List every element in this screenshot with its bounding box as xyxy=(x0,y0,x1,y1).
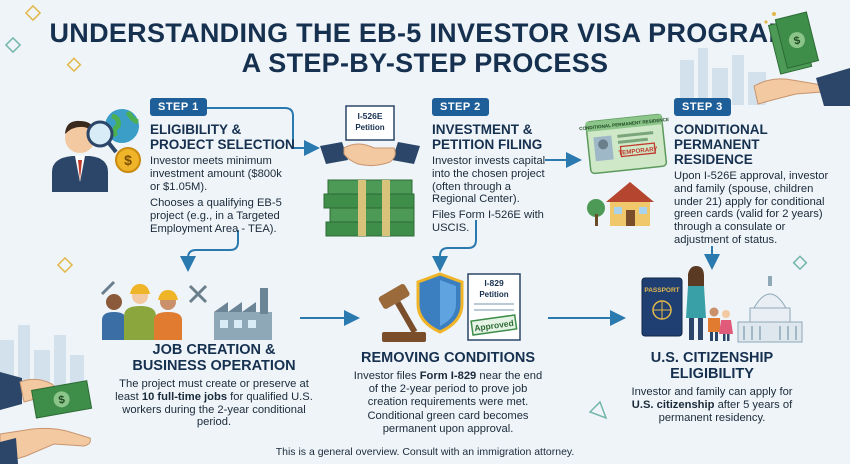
step-3-badge: STEP 3 xyxy=(674,98,731,116)
gavel-icon xyxy=(378,283,426,342)
step-1-heading-line-2: PROJECT SELECTION xyxy=(150,137,295,152)
citizenship-text-a: Investor and family can apply for xyxy=(631,386,793,398)
job-creation-text-a: The project must create or preserve at l… xyxy=(115,378,309,403)
removing-conditions-text-1: Investor files Form I-829 near the end o… xyxy=(348,370,548,408)
disclaimer-footer: This is a general overview. Consult with… xyxy=(275,446,575,458)
job-creation-text-b: 10 full-time jobs xyxy=(141,390,228,403)
step-2-text-1: Investor invests capital into the chosen… xyxy=(432,155,546,206)
citizenship-text: Investor and family can apply for U.S. c… xyxy=(622,386,802,424)
svg-text:$: $ xyxy=(58,394,66,407)
job-creation-heading: JOB CREATION & BUSINESS OPERATION xyxy=(104,342,324,374)
workers-icon xyxy=(100,280,208,340)
i829-petition-icon: I-829 Petition Approved xyxy=(467,273,521,341)
house-icon xyxy=(587,182,654,226)
passport-label: PASSPORT xyxy=(644,287,679,294)
step-3-heading-line-3: RESIDENCE xyxy=(674,152,753,167)
investor-magnifier-icon: $ xyxy=(52,109,141,192)
page-title: UNDERSTANDING THE EB-5 INVESTOR VISA PRO… xyxy=(0,18,850,78)
step-1-heading-line-1: ELIGIBILITY & xyxy=(150,122,242,137)
removing-conditions-heading: REMOVING CONDITIONS xyxy=(360,350,535,366)
step-1-text-2: Chooses a qualifying EB-5 project (e.g.,… xyxy=(150,197,282,235)
handshake-money-icon: I-526E Petition xyxy=(320,105,420,237)
step-2-heading-line-2: PETITION FILING xyxy=(432,137,543,152)
i526e-label-1: I-526E xyxy=(357,111,382,121)
job-creation-heading-line-2: BUSINESS OPERATION xyxy=(132,358,296,374)
i829-label-1: I-829 xyxy=(484,278,504,288)
hand-money-icon-top: $ xyxy=(753,11,850,106)
removing-conditions-text-2: Conditional green card becomes permanent… xyxy=(367,410,529,435)
step-3-text-1: Upon I-526E approval, investor and famil… xyxy=(674,170,829,246)
step-1-text-1: Investor meets minimum investment amount… xyxy=(150,155,282,193)
step-1-heading: ELIGIBILITY & PROJECT SELECTION xyxy=(150,122,295,152)
step-2-heading: INVESTMENT & PETITION FILING xyxy=(432,122,542,152)
money-stack-icon xyxy=(323,179,415,237)
capitol-building-icon xyxy=(737,276,803,343)
job-creation-heading-line-1: JOB CREATION & xyxy=(152,342,276,358)
step-1-badge: STEP 1 xyxy=(150,98,207,116)
step-3-heading-line-2: PERMANENT xyxy=(674,137,760,152)
svg-text:$: $ xyxy=(793,35,802,48)
i526e-label-2: Petition xyxy=(355,123,384,132)
removing-conditions-text-b: Form I-829 xyxy=(419,370,477,382)
citizenship-heading-line-1: U.S. CITIZENSHIP xyxy=(650,350,774,366)
step-2-badge: STEP 2 xyxy=(432,98,489,116)
citizenship-text-b: U.S. citizenship xyxy=(631,398,715,411)
step-2-heading-line-1: INVESTMENT & xyxy=(432,122,533,137)
i829-label-2: Petition xyxy=(479,290,508,299)
svg-text:$: $ xyxy=(124,152,132,168)
citizenship-heading: U.S. CITIZENSHIP ELIGIBILITY xyxy=(612,350,812,382)
title-line-2: A STEP-BY-STEP PROCESS xyxy=(241,48,609,78)
factory-icon xyxy=(214,288,272,340)
citizenship-heading-line-2: ELIGIBILITY xyxy=(670,366,754,382)
workers-factory-icon xyxy=(100,280,272,340)
passport-family-capitol-icon: PASSPORT xyxy=(641,266,803,343)
passport-icon: PASSPORT xyxy=(641,277,683,337)
step-3-heading: CONDITIONAL PERMANENT RESIDENCE xyxy=(674,122,768,167)
citizenship-text-c: after 5 years of permanent residency. xyxy=(658,398,793,424)
removing-conditions-text-a: Investor files xyxy=(353,370,420,382)
step-3-heading-line-1: CONDITIONAL xyxy=(674,122,768,137)
title-line-1: UNDERSTANDING THE EB-5 INVESTOR VISA PRO… xyxy=(49,18,801,48)
hands-money-icon-bottom: $ xyxy=(0,372,93,464)
removing-conditions-text-c: near the end of the 2-year period to pro… xyxy=(367,370,543,408)
step-2-text-2: Files Form I-526E with USCIS. xyxy=(432,209,544,234)
job-creation-text: The project must create or preserve at l… xyxy=(108,378,320,429)
temporary-stamp-label: TEMPORARY xyxy=(618,146,659,157)
gavel-shield-petition-icon: I-829 Petition Approved xyxy=(378,272,521,342)
family-icon xyxy=(686,266,733,341)
shield-icon xyxy=(416,272,464,334)
job-creation-text-c: for qualified U.S. workers during the 2-… xyxy=(122,390,313,429)
green-card-house-icon: CONDITIONAL PERMANENT RESIDENCE TEMPORAR… xyxy=(579,113,669,226)
